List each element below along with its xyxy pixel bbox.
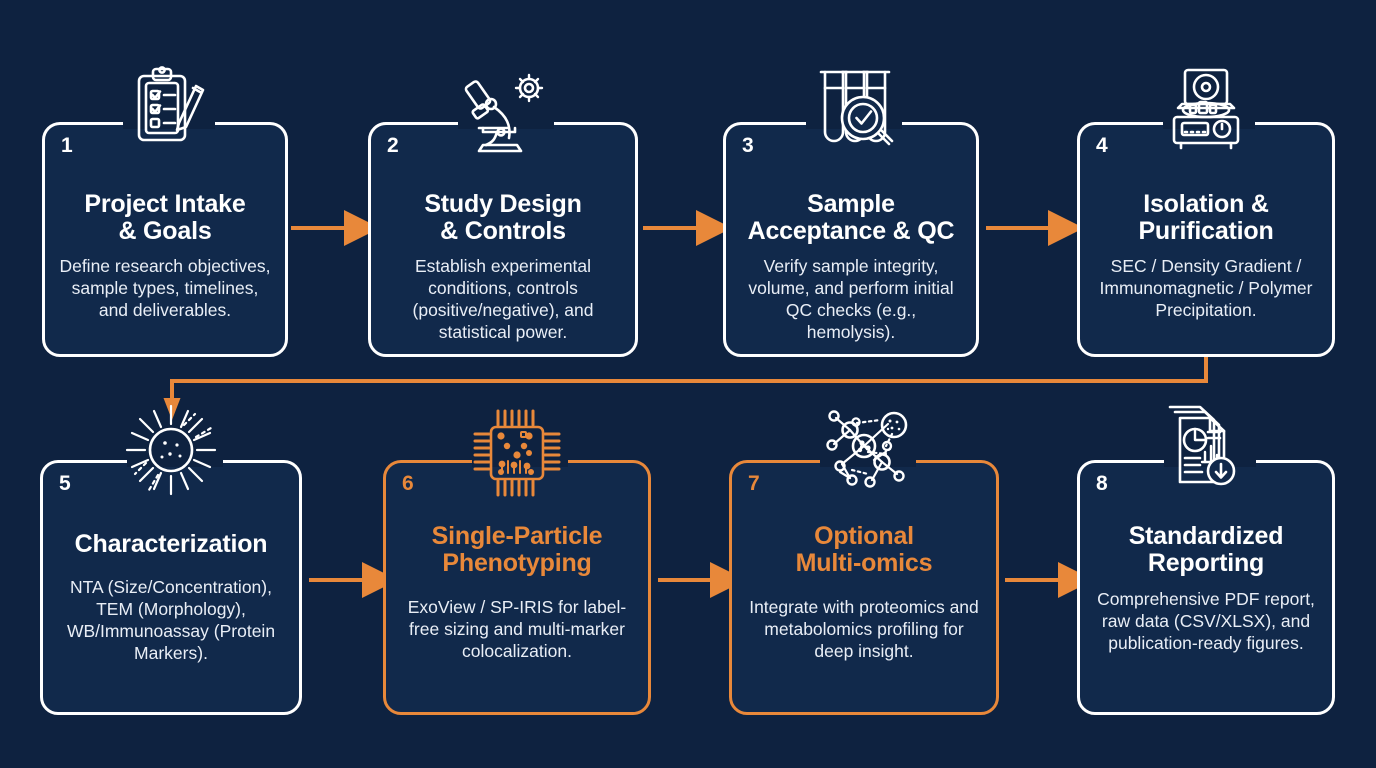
step-title: Sample Acceptance & QC: [736, 190, 966, 246]
icon-notch: [1163, 119, 1255, 129]
step-title-line1: Standardized: [1128, 522, 1284, 550]
step-number: 4: [1096, 134, 1108, 157]
step-card-3[interactable]: 3 Sample Acceptance & QC Verify sample i…: [723, 119, 979, 357]
icon-notch: [123, 119, 215, 129]
step-title: Optional Multi-omics: [742, 522, 986, 578]
step-description: Comprehensive PDF report, raw data (CSV/…: [1097, 589, 1315, 654]
icon-notch: [806, 119, 902, 129]
connector-4-5: [163, 355, 1208, 420]
step-description: ExoView / SP-IRIS for label-free sizing …: [407, 597, 627, 662]
step-card-2[interactable]: 2 Study Design & Controls Establish expe…: [368, 119, 638, 357]
step-title-line2: Purification: [1138, 217, 1274, 246]
step-title-line2: Phenotyping: [442, 549, 592, 578]
icon-notch: [127, 457, 223, 467]
step-title-line2: & Goals: [118, 217, 212, 246]
step-title: Project Intake & Goals: [55, 190, 275, 246]
step-title-line1: Project Intake: [84, 190, 246, 218]
icon-notch: [458, 119, 554, 129]
icon-notch: [472, 457, 568, 467]
step-title: Standardized Reporting: [1090, 522, 1322, 578]
step-card-4[interactable]: 4 Isolation & Purification SEC / Density…: [1077, 119, 1335, 357]
step-number: 8: [1096, 472, 1108, 495]
step-title: Study Design & Controls: [381, 190, 625, 246]
step-title: Isolation & Purification: [1090, 190, 1322, 246]
step-number: 1: [61, 134, 73, 157]
step-title: Characterization: [53, 530, 289, 558]
step-description: Define research objectives, sample types…: [59, 256, 271, 321]
step-title-line1: Sample: [807, 190, 895, 218]
icon-notch: [820, 457, 916, 467]
step-number: 7: [748, 472, 760, 495]
step-title: Single-Particle Phenotyping: [396, 522, 638, 578]
step-number: 3: [742, 134, 754, 157]
step-title-line2: Reporting: [1147, 549, 1265, 578]
step-description: SEC / Density Gradient / Immunomagnetic …: [1099, 256, 1313, 321]
step-card-5[interactable]: 5 Characterization NTA (Size/Concentrati…: [40, 457, 302, 715]
step-title-line1: Optional: [814, 522, 914, 550]
step-card-1[interactable]: 1 Project Intake & Goals Define research…: [42, 119, 288, 357]
step-description: NTA (Size/Concentration), TEM (Morpholog…: [66, 577, 276, 664]
step-title-line2: Acceptance & QC: [747, 217, 955, 246]
step-title-line2: & Controls: [440, 217, 566, 246]
step-number: 2: [387, 134, 399, 157]
step-title-line1: Study Design: [424, 190, 582, 218]
step-number: 6: [402, 472, 414, 495]
step-title-line1: Isolation &: [1143, 190, 1269, 218]
step-description: Establish experimental conditions, contr…: [412, 256, 594, 343]
step-description: Verify sample integrity, volume, and per…: [748, 256, 954, 343]
step-description: Integrate with proteomics and metabolomi…: [749, 597, 979, 662]
step-number: 5: [59, 472, 71, 495]
step-card-8[interactable]: 8 Standardized Reporting Comprehensive P…: [1077, 457, 1335, 715]
step-title-line2: Multi-omics: [795, 549, 933, 578]
step-card-7[interactable]: 7 Optional Multi-omics Integrate with pr…: [729, 457, 999, 715]
step-title-line1: Characterization: [74, 530, 268, 558]
step-card-6[interactable]: 6 Single-Particle Phenotyping ExoView / …: [383, 457, 651, 715]
icon-notch: [1164, 457, 1256, 467]
step-title-line1: Single-Particle: [431, 522, 603, 550]
